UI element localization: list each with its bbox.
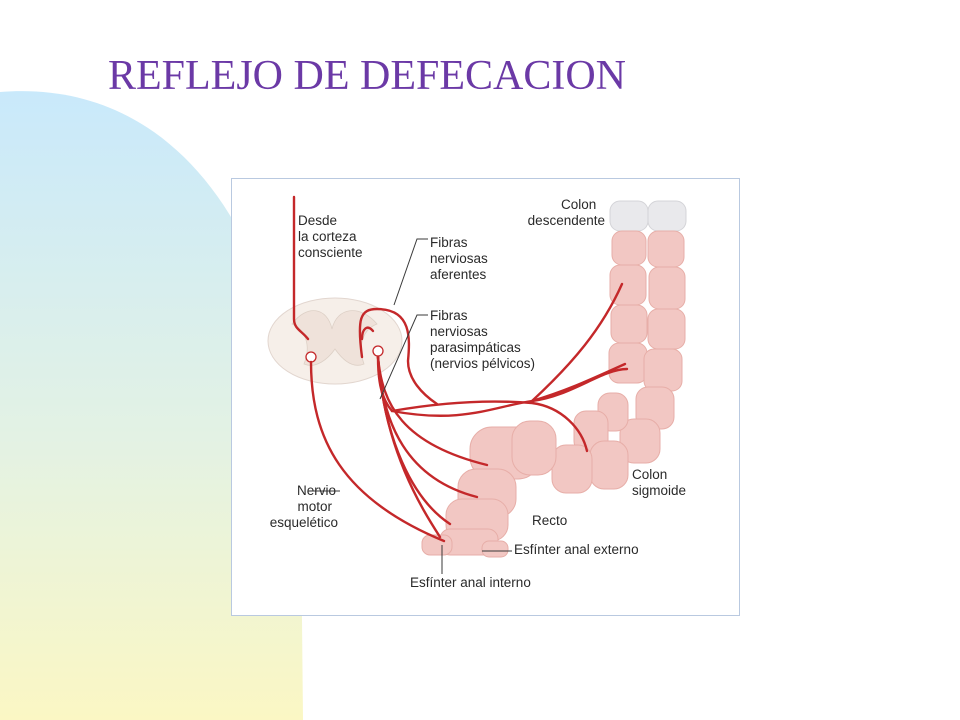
- label-cortex: Desde la corteza consciente: [298, 213, 363, 260]
- label-sigmoid-colon: Colon sigmoide: [632, 467, 687, 498]
- label-internal-anal-sphincter: Esfínter anal interno: [410, 575, 531, 590]
- spinal-cord-section: [267, 297, 403, 385]
- nerve-fibres: [292, 195, 629, 543]
- label-descending-colon: Colon descendente: [527, 197, 605, 228]
- bowel: [421, 200, 687, 558]
- defecation-reflex-figure: Desde la corteza consciente Fibras nervi…: [231, 178, 740, 616]
- label-external-anal-sphincter: Esfínter anal externo: [514, 542, 639, 557]
- label-skeletal-motor-nerve: Nervio motor esquelético: [269, 483, 338, 530]
- defecation-reflex-drawing: [267, 195, 687, 574]
- label-rectum: Recto: [532, 513, 568, 528]
- label-parasympathetic-fibres: Fibras nerviosas parasimpáticas (nervios…: [430, 308, 536, 371]
- label-afferent-fibres: Fibras nerviosas aferentes: [430, 235, 488, 282]
- slide-title: REFLEJO DE DEFECACION: [108, 53, 627, 99]
- leader-lines: [312, 238, 512, 574]
